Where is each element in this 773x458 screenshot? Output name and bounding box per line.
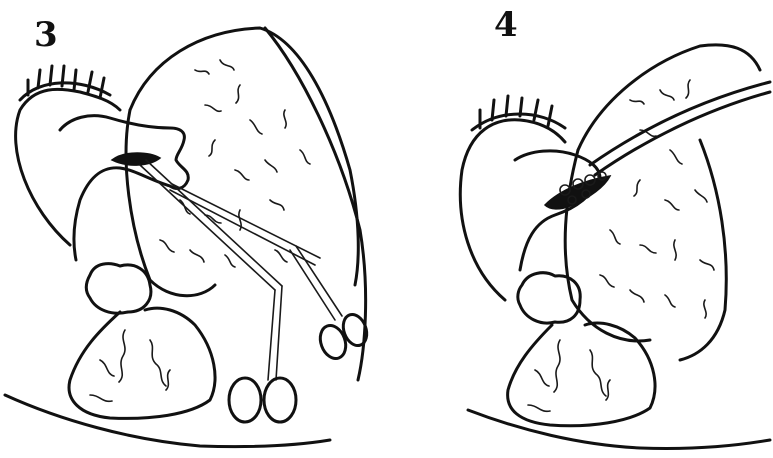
panel-3-heart-vessels [90, 330, 170, 401]
panel-3-pulmonary-artery [60, 116, 188, 189]
panel-4-lung-right-edge [680, 140, 726, 360]
panel-3-ligated-stump [112, 153, 160, 165]
panel-4-heart-ventricle [508, 323, 655, 426]
panel-4-heart-vessels [528, 340, 610, 411]
panel-3-vessel-stump-lower [74, 168, 170, 260]
panel-4-lung-outline [578, 45, 760, 150]
panel-3-clamp-handles-lower [229, 378, 296, 422]
panel-4-pulmonary-artery [515, 151, 600, 178]
panel-4: 4 [460, 5, 770, 448]
panel-3-outer-vessel-arch [16, 89, 120, 245]
panel-4-pericardium-curve [468, 410, 770, 448]
panel-3-lung-outline [130, 28, 358, 285]
panel-4-vessel-branches [480, 96, 552, 128]
panel-3-clamp-shaft-a [140, 160, 282, 290]
panel-3-clamp-shaft-d [290, 246, 342, 320]
panel-3-number: 3 [34, 15, 58, 55]
panel-4-lung-texture [600, 80, 714, 318]
panel-3-clamp-shaft-c [268, 286, 282, 380]
panel-3-lung-texture [160, 60, 310, 267]
panel-3-heart-ventricle [69, 308, 215, 418]
panel-3-heart-lobe [86, 264, 151, 314]
panel-4-suture-line [545, 172, 610, 209]
panel-3: 3 [5, 15, 371, 447]
panel-4-number: 4 [494, 5, 518, 45]
